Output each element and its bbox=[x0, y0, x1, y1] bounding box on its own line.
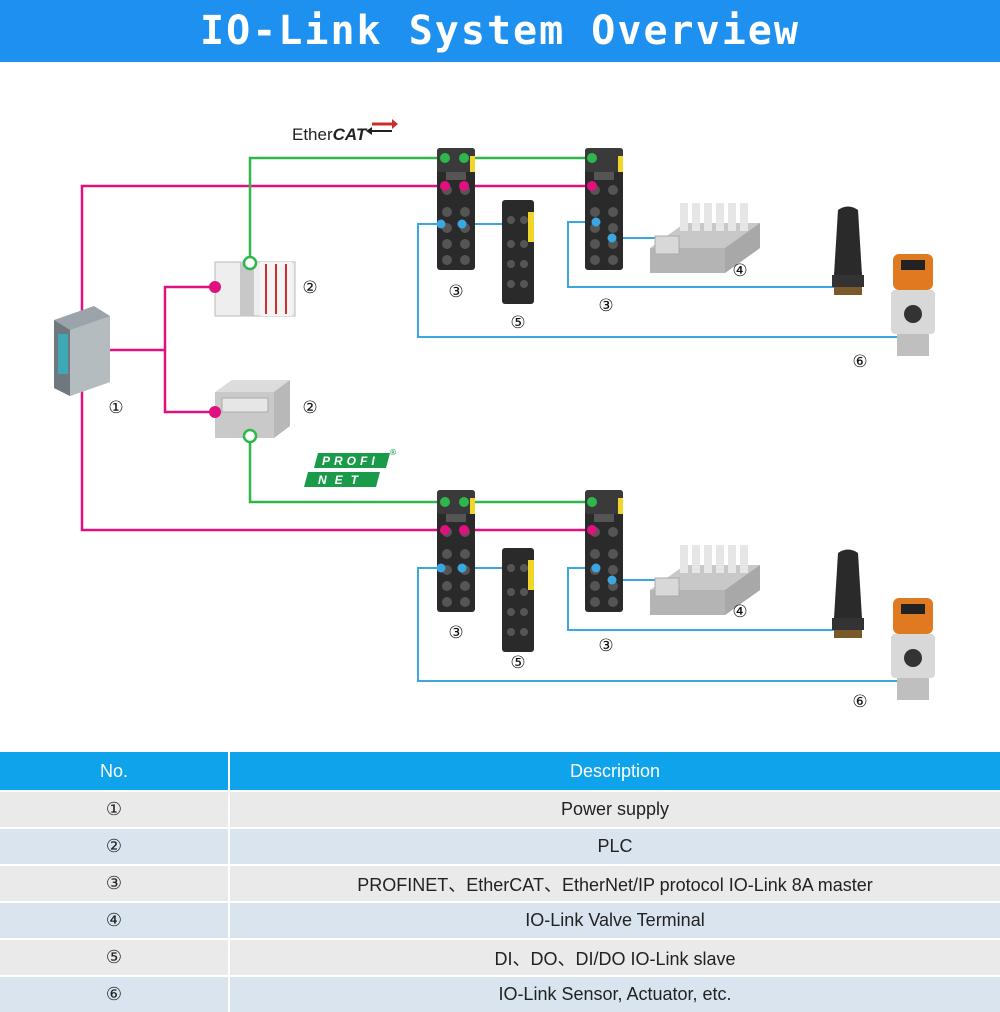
iolink-a1-sensor bbox=[417, 223, 900, 338]
row-description: Power supply bbox=[229, 790, 1000, 828]
pressure-sensor-top[interactable] bbox=[891, 254, 935, 356]
table-row: ⑤ DI、DO、DI/DO IO-Link slave bbox=[0, 938, 1000, 976]
legend-table: No. Description ① Power supply ② PLC ③ P… bbox=[0, 752, 1000, 1012]
callout-power-supply: ① bbox=[108, 398, 123, 418]
legend-table-header: No. Description bbox=[0, 752, 1000, 791]
power-supply[interactable] bbox=[54, 306, 110, 396]
callout-sensor-top: ⑥ bbox=[852, 352, 867, 372]
master-port-dots bbox=[436, 153, 617, 585]
profinet-line bbox=[248, 437, 590, 504]
callout-master-a2: ③ bbox=[598, 296, 613, 316]
plc-ethercat-net-port bbox=[242, 255, 258, 271]
io-link-slave-top[interactable] bbox=[502, 200, 534, 304]
row-number: ⑥ bbox=[0, 975, 230, 1012]
table-row: ③ PROFINET、EtherCAT、EtherNet/IP protocol… bbox=[0, 864, 1000, 902]
callout-slave-top: ⑤ bbox=[510, 313, 525, 333]
io-link-master-a1[interactable] bbox=[437, 148, 475, 270]
table-row: ⑥ IO-Link Sensor, Actuator, etc. bbox=[0, 975, 1000, 1012]
column-header-no: No. bbox=[0, 752, 230, 791]
row-description: PLC bbox=[229, 827, 1000, 865]
io-link-slave-bottom[interactable] bbox=[502, 548, 534, 652]
table-row: ① Power supply bbox=[0, 790, 1000, 828]
power-line-bottom bbox=[80, 382, 590, 532]
svg-text:®: ® bbox=[389, 448, 397, 457]
io-link-master-b2[interactable] bbox=[585, 490, 623, 612]
table-row: ④ IO-Link Valve Terminal bbox=[0, 901, 1000, 939]
row-number: ⑤ bbox=[0, 938, 230, 976]
antenna-sensor-bottom[interactable] bbox=[832, 549, 864, 639]
row-number: ④ bbox=[0, 901, 230, 939]
callout-valve-top: ④ bbox=[732, 261, 747, 281]
svg-text:NET: NET bbox=[318, 473, 366, 487]
row-number: ③ bbox=[0, 864, 230, 902]
pressure-sensor-bottom[interactable] bbox=[891, 598, 935, 700]
svg-text:EtherCAT: EtherCAT bbox=[292, 125, 368, 144]
system-diagram: ① ② ② EtherCAT PROFI NET ® bbox=[54, 119, 935, 712]
power-lines bbox=[80, 184, 590, 532]
power-line-plc2 bbox=[163, 350, 215, 414]
title-banner: IO-Link System Overview bbox=[0, 0, 1000, 62]
table-row: ② PLC bbox=[0, 827, 1000, 865]
network-lines bbox=[248, 156, 590, 504]
ethercat-line bbox=[248, 156, 590, 262]
iolink-a2-antenna bbox=[567, 221, 840, 288]
svg-text:PROFI: PROFI bbox=[322, 454, 379, 468]
row-description: IO-Link Valve Terminal bbox=[229, 901, 1000, 939]
row-number: ① bbox=[0, 790, 230, 828]
callout-valve-bottom: ④ bbox=[732, 602, 747, 622]
row-number: ② bbox=[0, 827, 230, 865]
plc-ethercat-power-port bbox=[209, 281, 221, 293]
plc-profinet-power-port bbox=[209, 406, 221, 418]
power-line-top bbox=[80, 184, 590, 382]
antenna-sensor-top[interactable] bbox=[832, 206, 864, 296]
row-description: IO-Link Sensor, Actuator, etc. bbox=[229, 975, 1000, 1012]
io-link-master-b1[interactable] bbox=[437, 490, 475, 612]
io-link-master-a2[interactable] bbox=[585, 148, 623, 270]
column-header-description: Description bbox=[229, 752, 1000, 791]
plc-profinet-net-port bbox=[242, 428, 258, 444]
callout-master-a1: ③ bbox=[448, 282, 463, 302]
profinet-logo: PROFI NET ® bbox=[304, 448, 397, 487]
callout-master-b1: ③ bbox=[448, 623, 463, 643]
ethercat-logo: EtherCAT bbox=[292, 119, 398, 144]
row-description: PROFINET、EtherCAT、EtherNet/IP protocol I… bbox=[229, 864, 1000, 902]
page-title: IO-Link System Overview bbox=[200, 8, 800, 54]
plc-ethercat[interactable] bbox=[214, 261, 296, 317]
row-description: DI、DO、DI/DO IO-Link slave bbox=[229, 938, 1000, 976]
iolink-b2-antenna bbox=[567, 567, 840, 631]
callout-plc-top: ② bbox=[302, 278, 317, 298]
callout-sensor-bottom: ⑥ bbox=[852, 692, 867, 712]
callout-slave-bottom: ⑤ bbox=[510, 653, 525, 673]
callout-master-b2: ③ bbox=[598, 636, 613, 656]
callout-plc-bottom: ② bbox=[302, 398, 317, 418]
plc-profinet[interactable] bbox=[215, 380, 290, 438]
iolink-b1-sensor bbox=[417, 567, 900, 682]
power-line-plc bbox=[108, 285, 215, 352]
